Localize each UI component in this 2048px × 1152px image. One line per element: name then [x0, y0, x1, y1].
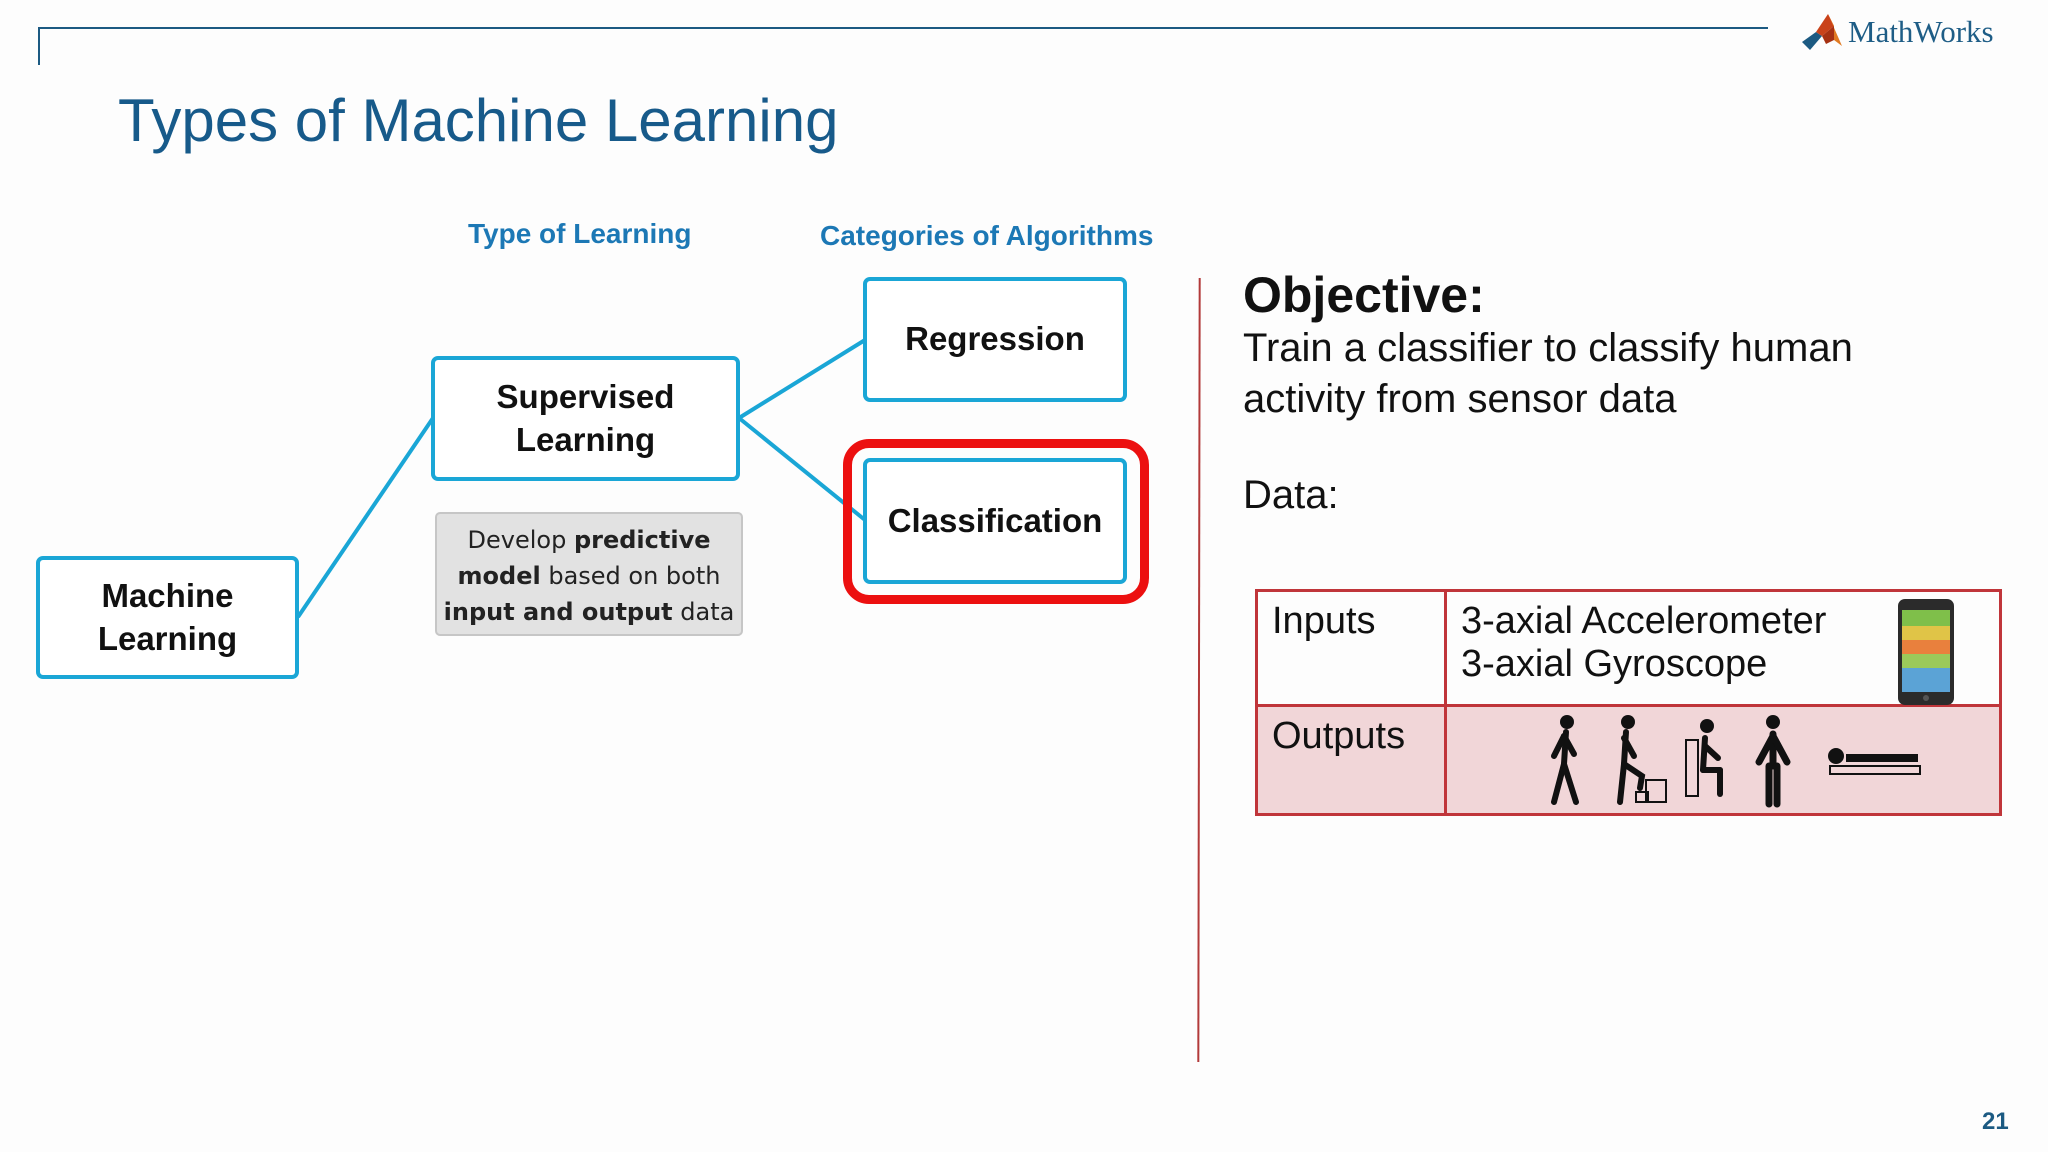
output-activities [1540, 714, 1940, 815]
sitting-icon [1685, 719, 1723, 797]
supervised-learning-box: Supervised Learning [431, 356, 740, 481]
note-text: based on both [540, 562, 721, 590]
walking-icon [1551, 715, 1579, 805]
machine-learning-box: Machine Learning [36, 556, 299, 679]
header-rule-tick [38, 27, 40, 65]
objective-heading: Objective: [1243, 267, 1485, 323]
note-text: Develop [467, 526, 574, 554]
slide-title: Types of Machine Learning [118, 87, 839, 154]
connector-supervised-regression [737, 338, 867, 420]
objective-text: Train a classifier to classify human act… [1243, 326, 1853, 421]
smartphone-icon [1898, 599, 1954, 705]
note-emphasis: model [457, 562, 541, 590]
inputs-value: 3-axial Gyroscope [1461, 643, 1768, 685]
note-text: data [672, 598, 735, 626]
classification-highlight [843, 439, 1149, 604]
mathworks-logo: MathWorks [1800, 12, 1994, 52]
inputs-label: Inputs [1255, 589, 1447, 707]
logo-text: MathWorks [1848, 14, 1994, 49]
note-emphasis: input and output [443, 598, 673, 626]
regression-box: Regression [863, 277, 1127, 402]
walking-upstairs-icon [1617, 715, 1667, 805]
vertical-divider [1197, 277, 1201, 1063]
membrane-logo-icon [1802, 14, 1842, 50]
supervised-line2: Learning [515, 420, 656, 458]
supervised-line1: Supervised [496, 377, 675, 415]
supervised-description: Develop predictive model based on both i… [435, 512, 743, 636]
categories-header: Categories of Algorithms [820, 220, 1154, 251]
header-rule [38, 27, 1768, 29]
inputs-row: Inputs 3-axial Accelerometer 3-axial Gyr… [1255, 589, 2002, 707]
inputs-value: 3-axial Accelerometer [1461, 600, 1827, 642]
machine-learning-line2: Learning [97, 619, 238, 657]
connector-ml-supervised [296, 416, 435, 619]
type-of-learning-header: Type of Learning [468, 218, 692, 249]
classification-box: Classification [863, 458, 1127, 584]
note-emphasis: predictive [573, 526, 711, 554]
data-label: Data: [1243, 473, 1339, 517]
laying-icon [1828, 748, 1921, 775]
machine-learning-line1: Machine [101, 576, 234, 614]
page-number: 21 [1982, 1108, 2009, 1135]
outputs-label: Outputs [1255, 704, 1447, 816]
standing-icon [1755, 715, 1791, 808]
